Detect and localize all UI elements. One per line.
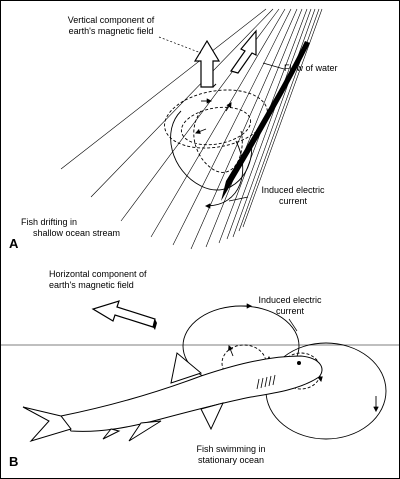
- induced-current-label-b: Induced electric current: [258, 295, 322, 316]
- swimming-shark: [22, 352, 323, 442]
- induced-current-label-a: Induced electric current: [261, 185, 325, 206]
- flow-of-water-label: Flow of water: [284, 63, 338, 73]
- fish-swimming-label: Fish swimming in stationary ocean: [196, 444, 266, 465]
- horizontal-field-label: Horizontal component of earth's magnetic…: [49, 269, 147, 290]
- flow-arrow: [230, 29, 257, 74]
- horizontal-field-arrow: [91, 300, 156, 328]
- fish-drifting-label: Fish drifting in shallow ocean stream: [21, 217, 121, 238]
- current-leader-line-a: [228, 196, 249, 202]
- shark-eye: [297, 361, 301, 365]
- panel-b-letter: B: [9, 454, 19, 469]
- vertical-field-leader-line: [158, 36, 202, 54]
- flow-leader-line: [262, 62, 285, 70]
- stream-flow-lines: [60, 8, 323, 250]
- gill-slits: [256, 374, 276, 390]
- vertical-field-label: Vertical component of earth's magnetic f…: [67, 15, 155, 36]
- induced-current-loops-a: [164, 89, 268, 209]
- vertical-field-arrow: [193, 39, 221, 88]
- current-leader-line-b: [288, 318, 298, 332]
- panel-a-letter: A: [9, 236, 19, 251]
